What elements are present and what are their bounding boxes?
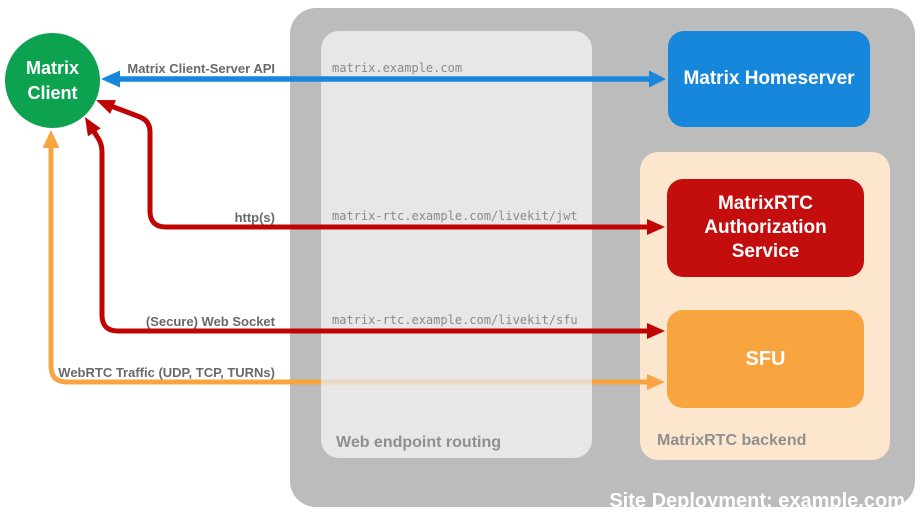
matrixrtc-authorization-service-label: MatrixRTC Authorization Service (704, 193, 827, 262)
web-endpoint-routing-panel (321, 31, 592, 458)
endpoint-livekit-jwt: matrix-rtc.example.com/livekit/jwt (332, 209, 578, 223)
matrix-homeserver-label: Matrix Homeserver (683, 68, 855, 89)
web-socket-label: (Secure) Web Socket (145, 314, 275, 329)
endpoint-livekit-sfu: matrix-rtc.example.com/livekit/sfu (332, 313, 578, 327)
sfu-node: SFU (667, 310, 864, 408)
matrix-client-node: Matrix Client (5, 33, 100, 128)
https-label: http(s) (234, 210, 275, 225)
web-endpoint-routing-caption: Web endpoint routing (336, 434, 502, 451)
client-server-api-label: Matrix Client-Server API (127, 61, 275, 76)
sfu-label: SFU (745, 347, 786, 370)
site-deployment-caption: Site Deployment: example.com (609, 490, 905, 512)
matrixrtc-backend-caption: MatrixRTC backend (657, 432, 807, 449)
endpoint-matrix-example-com: matrix.example.com (332, 61, 463, 75)
matrix-homeserver-node: Matrix Homeserver (668, 31, 870, 127)
webrtc-traffic-label: WebRTC Traffic (UDP, TCP, TURNs) (58, 365, 275, 380)
matrixrtc-authorization-service-node: MatrixRTC Authorization Service (667, 179, 864, 277)
matrix-client-label: Matrix Client (25, 57, 79, 103)
